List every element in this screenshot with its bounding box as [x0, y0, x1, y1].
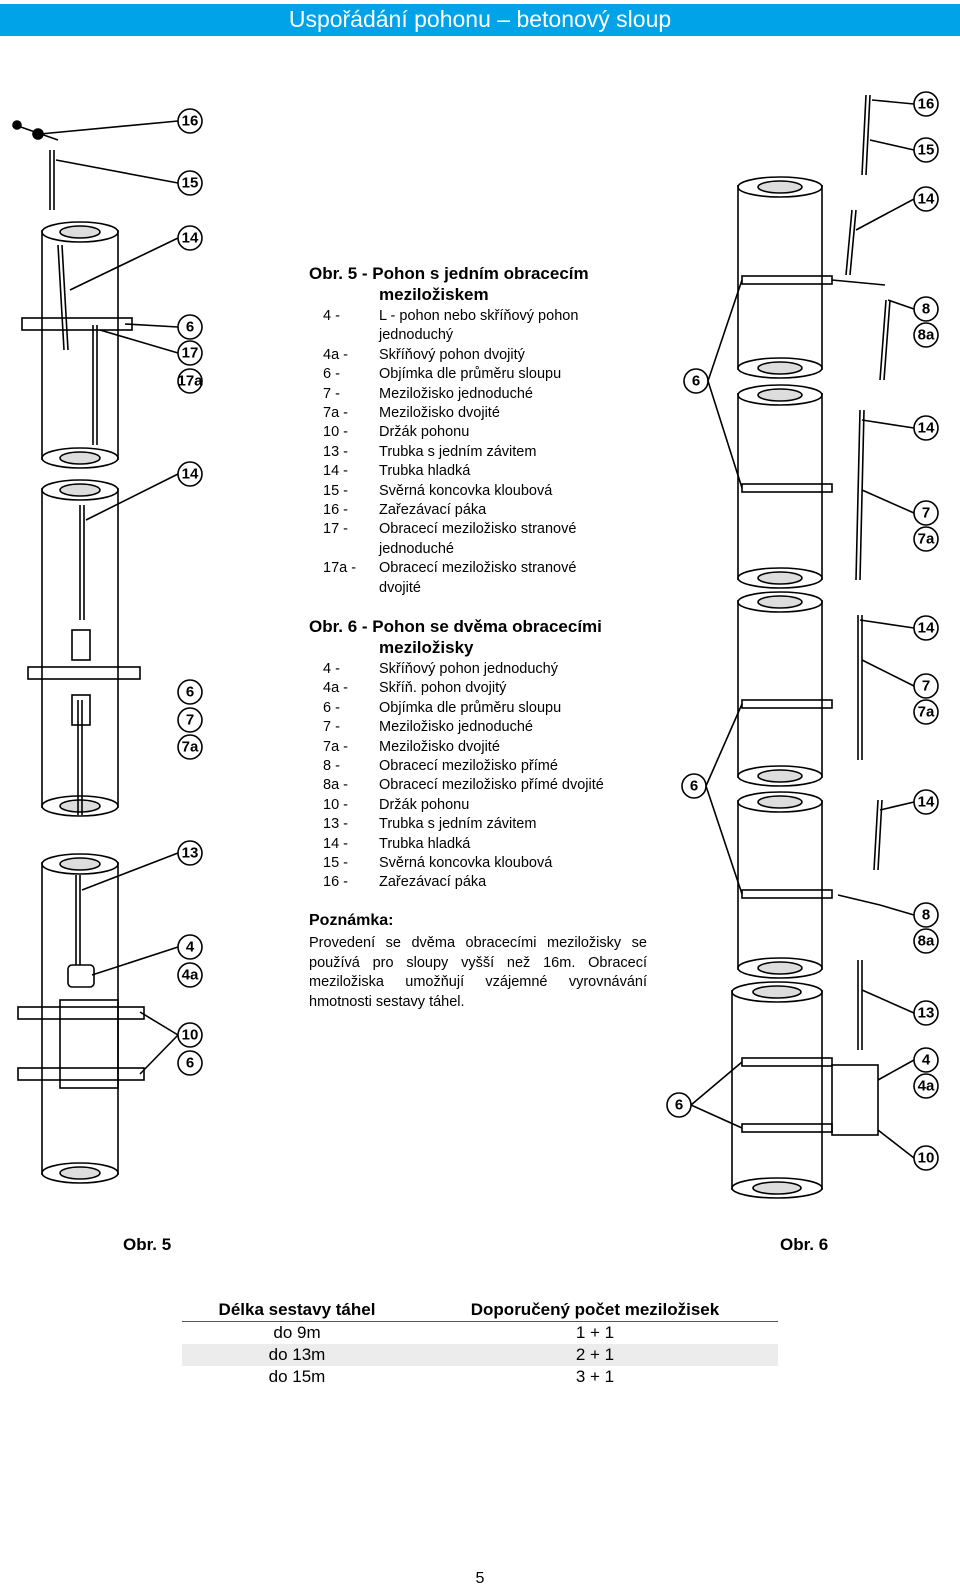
- fig6-title-line2: meziložisky: [379, 638, 474, 657]
- table-cell: do 15m: [268, 1367, 326, 1386]
- legend-item: 7a -Meziložisko dvojité: [323, 738, 500, 755]
- callout-label: 10: [182, 1027, 199, 1044]
- pole-segment: [737, 176, 823, 379]
- legend-item: 6 -Objímka dle průměru sloupu: [323, 699, 562, 716]
- legend-item: 13 -Trubka s jedním závitem: [323, 816, 537, 833]
- legend-item: 8 -Obracecí meziložisko přímé: [323, 758, 558, 775]
- legend-item: 13 -Trubka s jedním závitem: [323, 443, 537, 460]
- callout-label: 4a: [918, 1078, 935, 1095]
- fig5-caption: Obr. 5: [123, 1235, 172, 1254]
- pole-segment: [737, 591, 823, 787]
- callout-label: 17a: [177, 373, 203, 390]
- callout-label: 7a: [182, 739, 199, 756]
- legend-item: 4 -L - pohon nebo skříňový pohon jednodu…: [323, 308, 579, 344]
- table-row: do 15m 3 + 1: [182, 1366, 778, 1388]
- fig5-item-list: 4 -L - pohon nebo skříňový pohon jednodu…: [309, 307, 619, 598]
- callout-label: 14: [918, 420, 935, 437]
- table-cell: 3 + 1: [575, 1367, 615, 1386]
- page-number: 5: [475, 1570, 485, 1587]
- fig6-title: Obr. 6 - Pohon se dvěma obracecími: [309, 617, 602, 636]
- callout-label: 8a: [918, 327, 935, 344]
- table-row: do 9m 1 + 1: [182, 1322, 778, 1345]
- callout-label: 7: [186, 712, 194, 729]
- callouts-left: [39, 108, 203, 1076]
- callout-label: 8a: [918, 933, 935, 950]
- table-cell: do 13m: [182, 1344, 412, 1366]
- page-title: Uspořádání pohonu – betonový sloup: [288, 6, 672, 32]
- pole-segment: [737, 384, 823, 589]
- legend-item: 7a -Meziložisko dvojité: [323, 405, 500, 422]
- callout-label: 6: [186, 319, 194, 336]
- table-header-cell: Doporučený počet meziložisek: [412, 1299, 778, 1322]
- table-cell: 1 + 1: [575, 1323, 615, 1342]
- table-cell: do 9m: [273, 1323, 321, 1342]
- callout-label: 4a: [182, 967, 199, 984]
- legend-item: 4a -Skříň. pohon dvojitý: [323, 680, 507, 697]
- callout-label: 14: [182, 466, 199, 483]
- callout-label: 10: [918, 1150, 935, 1167]
- callout-label: 7a: [918, 704, 935, 721]
- callouts-right: [666, 91, 939, 1171]
- callout-label: 13: [182, 845, 199, 862]
- callout-label: 6: [692, 373, 700, 390]
- note-title: Poznámka:: [309, 912, 394, 929]
- legend-item: 15 -Svěrná koncovka kloubová: [323, 855, 553, 872]
- callout-label: 14: [918, 620, 935, 637]
- technical-drawing: 16 15 14 6 17 17a 14 6 7 7a 13 4 4a 10 6…: [12, 91, 939, 1199]
- callout-label: 14: [182, 230, 199, 247]
- table-row: do 13m 2 + 1: [182, 1344, 778, 1366]
- legend-item: 7 -Meziložisko jednoduché: [323, 385, 533, 402]
- callout-label: 7: [922, 505, 930, 522]
- callout-label: 6: [186, 684, 194, 701]
- callout-label: 8: [922, 907, 930, 924]
- legend-item: 10 -Držák pohonu: [323, 796, 470, 813]
- legend-item: 16 -Zařezávací páka: [323, 502, 487, 519]
- table-header-row: Délka sestavy táhel Doporučený počet mez…: [182, 1299, 778, 1322]
- header-bar: [0, 4, 960, 36]
- legend-item: 6 -Objímka dle průměru sloupu: [323, 366, 562, 383]
- legend-item: 15 -Svěrná koncovka kloubová: [323, 482, 553, 499]
- legend-item: 4a -Skříňový pohon dvojitý: [323, 346, 525, 363]
- fig6-legend: Obr. 6 - Pohon se dvěma obracecími mezil…: [309, 616, 619, 893]
- legend-item: 10 -Držák pohonu: [323, 424, 470, 441]
- callout-label: 8: [922, 301, 930, 318]
- callout-label: 6: [690, 778, 698, 795]
- table-cell: 2 + 1: [412, 1344, 778, 1366]
- callout-label: 15: [918, 142, 935, 159]
- note-block: Poznámka: Provedení se dvěma obracecími …: [309, 912, 647, 1012]
- callout-label: 7a: [918, 531, 935, 548]
- legend-item: 7 -Meziložisko jednoduché: [323, 719, 533, 736]
- fig5-legend: Obr. 5 - Pohon s jedním obracecím mezilo…: [309, 263, 619, 598]
- legend-item: 8a -Obracecí meziložisko přímé dvojité: [323, 777, 604, 794]
- pole-segment: [41, 221, 119, 469]
- fig6-item-list: 4 -Skříňový pohon jednoduchý 4a -Skříň. …: [309, 660, 619, 893]
- callout-label: 6: [675, 1097, 683, 1114]
- pole-segment: [737, 791, 823, 979]
- callout-label: 4: [922, 1052, 931, 1069]
- fig5-title-line2: meziložiskem: [379, 285, 489, 304]
- fig6-caption: Obr. 6: [780, 1235, 829, 1254]
- legend-item: 14 -Trubka hladká: [323, 463, 471, 480]
- callout-label: 6: [186, 1055, 194, 1072]
- callout-label: 14: [918, 191, 935, 208]
- callout-label: 16: [182, 113, 199, 130]
- callout-label: 15: [182, 175, 199, 192]
- pole-segment: [41, 479, 119, 817]
- fig5-title: Obr. 5 - Pohon s jedním obracecím: [309, 264, 589, 283]
- legend-item: 14 -Trubka hladká: [323, 835, 471, 852]
- callout-label: 16: [918, 96, 935, 113]
- recommendation-table: Délka sestavy táhel Doporučený počet mez…: [182, 1299, 778, 1388]
- table-header-cell: Délka sestavy táhel: [182, 1299, 412, 1322]
- callout-label: 13: [918, 1005, 935, 1022]
- pole-segment: [731, 981, 823, 1199]
- callout-label: 17: [182, 345, 199, 362]
- legend-item: 17a -Obracecí meziložisko stranové dvoji…: [323, 560, 577, 596]
- callout-label: 14: [918, 794, 935, 811]
- legend-item: 16 -Zařezávací páka: [323, 874, 487, 891]
- legend-item: 4 -Skříňový pohon jednoduchý: [323, 661, 558, 677]
- callout-label: 4: [186, 939, 195, 956]
- callout-label: 7: [922, 678, 930, 695]
- legend-item: 17 -Obracecí meziložisko stranové jednod…: [323, 521, 577, 557]
- note-text: Provedení se dvěma obracecími meziložisk…: [309, 935, 647, 1010]
